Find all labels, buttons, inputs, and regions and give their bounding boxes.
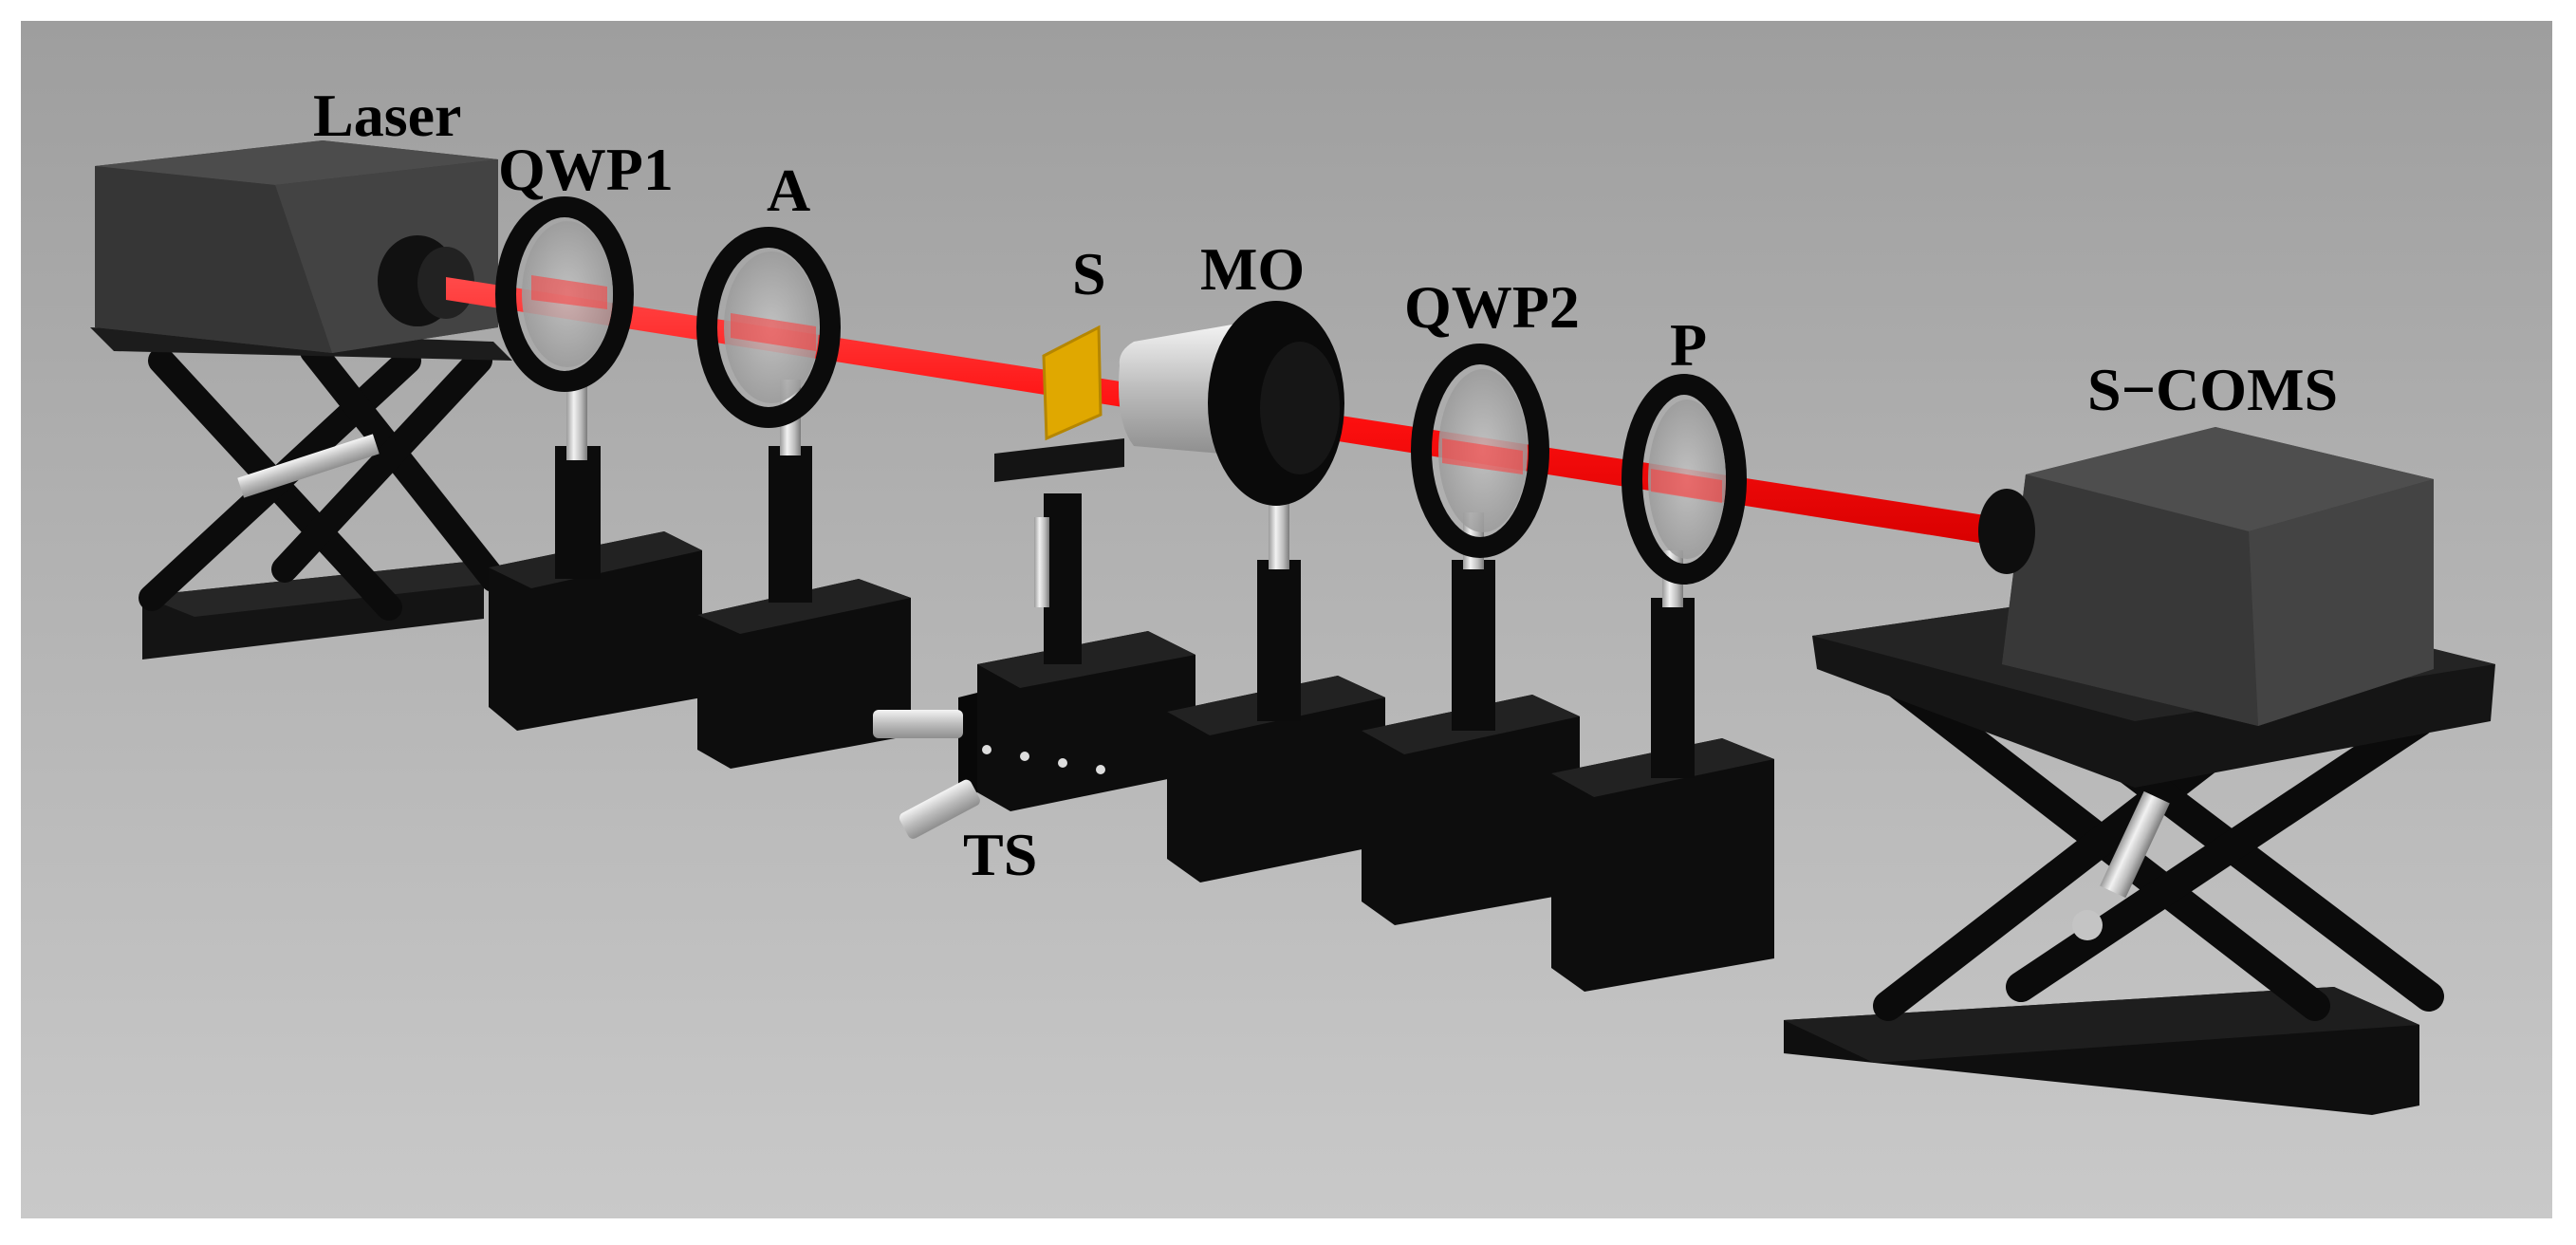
qwp2-mount [1362, 344, 1580, 925]
polarizer-mount [1551, 374, 1774, 992]
laser-housing [95, 140, 498, 353]
laser-label: Laser [313, 82, 461, 149]
sample-plate [1042, 325, 1103, 441]
translation-stage [873, 438, 1195, 839]
qwp1-mount [489, 196, 702, 731]
objective-mount [1119, 301, 1385, 883]
qwp1-label: QWP1 [498, 136, 674, 203]
laser-stand [90, 327, 531, 660]
polarizer-label: P [1670, 311, 1707, 379]
qwp2-label: QWP2 [1404, 273, 1580, 341]
analyzer-mount [696, 227, 911, 769]
camera-label: S−COMS [2087, 356, 2338, 423]
analyzer-label: A [767, 157, 810, 224]
objective-label: MO [1200, 235, 1305, 303]
sample-label: S [1072, 240, 1106, 307]
camera-housing [1978, 427, 2434, 726]
translation-stage-label: TS [963, 821, 1037, 888]
